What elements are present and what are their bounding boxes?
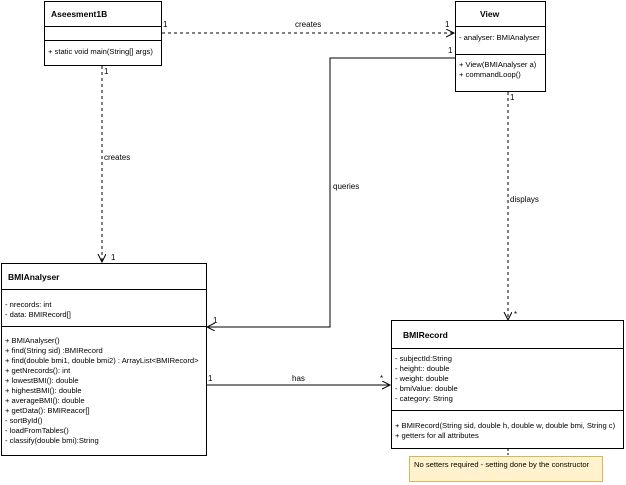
divider xyxy=(45,26,161,27)
class-name: BMIAnalyser xyxy=(8,272,60,282)
class-view[interactable]: View - analyser: BMIAnalyser + View(BMIA… xyxy=(455,1,546,92)
method: + static void main(String[] args) xyxy=(48,47,153,56)
method: + averageBMI(): double xyxy=(5,396,85,405)
creates-analyser-dst-mult: 1 xyxy=(111,253,116,262)
attribute: - weight: double xyxy=(395,374,449,383)
queries-line xyxy=(207,57,455,327)
class-bmianalyser[interactable]: BMIAnalyser - nrecords: int - data: BMIR… xyxy=(1,263,207,456)
class-name: Aseesment1B xyxy=(51,9,108,19)
class-aseesment1b[interactable]: Aseesment1B + static void main(String[] … xyxy=(44,1,162,66)
constructor-note: No setters required - setting done by th… xyxy=(409,456,603,482)
method: + commandLoop() xyxy=(459,70,521,79)
method: - sortById() xyxy=(5,416,43,425)
queries-dst-mult: 1 xyxy=(213,316,218,325)
divider xyxy=(2,289,206,290)
method: + lowestBMI(): double xyxy=(5,376,79,385)
attribute: - analyser: BMIAnalyser xyxy=(459,33,540,42)
method: + BMIRecord(String sid, double h, double… xyxy=(395,421,616,430)
displays-label: displays xyxy=(510,195,539,204)
method: + find(String sid) :BMIRecord xyxy=(5,346,103,355)
attribute: - nrecords: int xyxy=(5,300,52,309)
creates-view-label: creates xyxy=(295,20,322,29)
method: + highestBMI(): double xyxy=(5,386,82,395)
method: + find(double bmi1, double bmi2) : Array… xyxy=(5,356,199,365)
has-label: has xyxy=(292,374,305,383)
method: - classify(double bmi):String xyxy=(5,436,99,445)
queries-src-mult: 1 xyxy=(448,46,453,55)
attribute: - data: BMIRecord[] xyxy=(5,310,71,319)
class-bmirecord[interactable]: BMIRecord - subjectId:String - height:: … xyxy=(391,320,624,449)
note-text: No setters required - setting done by th… xyxy=(414,460,590,469)
method: + getNrecords(): int xyxy=(5,366,71,375)
divider xyxy=(392,410,623,411)
divider xyxy=(45,40,161,41)
method: + View(BMIAnalyser a) xyxy=(459,60,537,69)
creates-view-src-mult: 1 xyxy=(163,20,168,29)
method: + BMIAnalyser() xyxy=(5,336,60,345)
queries-label: queries xyxy=(333,182,360,191)
attribute: - bmiValue: double xyxy=(395,384,458,393)
attribute: - category: String xyxy=(395,394,453,403)
attribute: - height:: double xyxy=(395,364,450,373)
creates-analyser-label: creates xyxy=(104,153,131,162)
creates-view-dst-mult: 1 xyxy=(445,20,450,29)
displays-src-mult: 1 xyxy=(510,93,515,102)
divider xyxy=(392,348,623,349)
class-name: BMIRecord xyxy=(403,330,448,340)
displays-dst-mult: * xyxy=(514,310,518,319)
method: + getters for all attributes xyxy=(395,431,479,440)
class-name: View xyxy=(480,9,500,19)
divider xyxy=(2,326,206,327)
method: + getData(): BMIReacor[] xyxy=(5,406,90,415)
creates-analyser-src-mult: 1 xyxy=(104,67,109,76)
has-dst-mult: * xyxy=(380,374,384,383)
divider xyxy=(456,54,545,55)
attribute: - subjectId:String xyxy=(395,354,452,363)
divider xyxy=(456,26,545,27)
method: - loadFromTables() xyxy=(5,426,69,435)
has-src-mult: 1 xyxy=(208,374,213,383)
